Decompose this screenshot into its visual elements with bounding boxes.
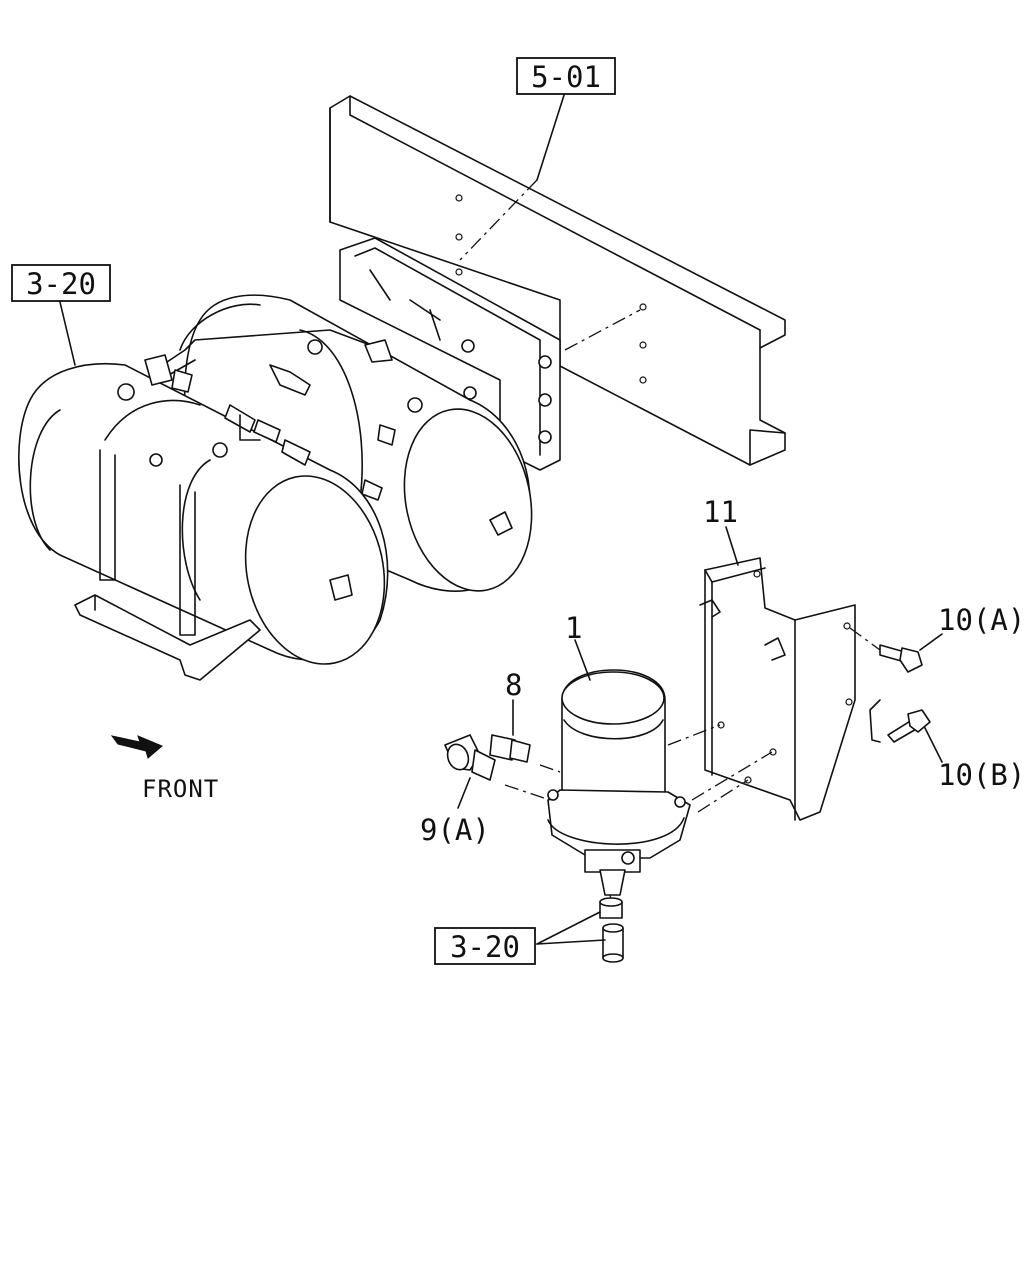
label-part-10a: 10(A): [938, 603, 1024, 637]
tank-bracket: [339, 237, 561, 471]
fitting-9a: [444, 734, 496, 781]
callout-5-01: 5-01: [531, 60, 601, 94]
dryer-bracket: [699, 557, 856, 821]
label-part-11: 11: [703, 495, 738, 529]
callout-box-3-20-bottom: [434, 927, 536, 965]
air-dryer: [547, 669, 691, 896]
tank-piping: [144, 329, 393, 466]
label-part-8: 8: [505, 668, 522, 702]
fitting-8: [489, 734, 531, 763]
label-part-9a: 9(A): [420, 813, 490, 847]
callout-box-5-01: [516, 57, 616, 95]
label-part-10b: 10(B): [938, 758, 1024, 792]
callout-3-20-bottom: 3-20: [450, 930, 520, 964]
callout-3-20-top: 3-20: [26, 267, 96, 301]
tank-straps: [74, 449, 261, 681]
arrow-icon: [110, 735, 163, 759]
label-part-1: 1: [565, 611, 582, 645]
bolt-10a: [879, 644, 923, 673]
air-tank-front: [18, 362, 389, 665]
front-label: FRONT: [142, 775, 219, 803]
bolt-10b: [887, 709, 931, 743]
callout-box-3-20-top: [11, 264, 111, 302]
frame-rail: [329, 95, 786, 466]
connector-pieces: [599, 897, 624, 963]
